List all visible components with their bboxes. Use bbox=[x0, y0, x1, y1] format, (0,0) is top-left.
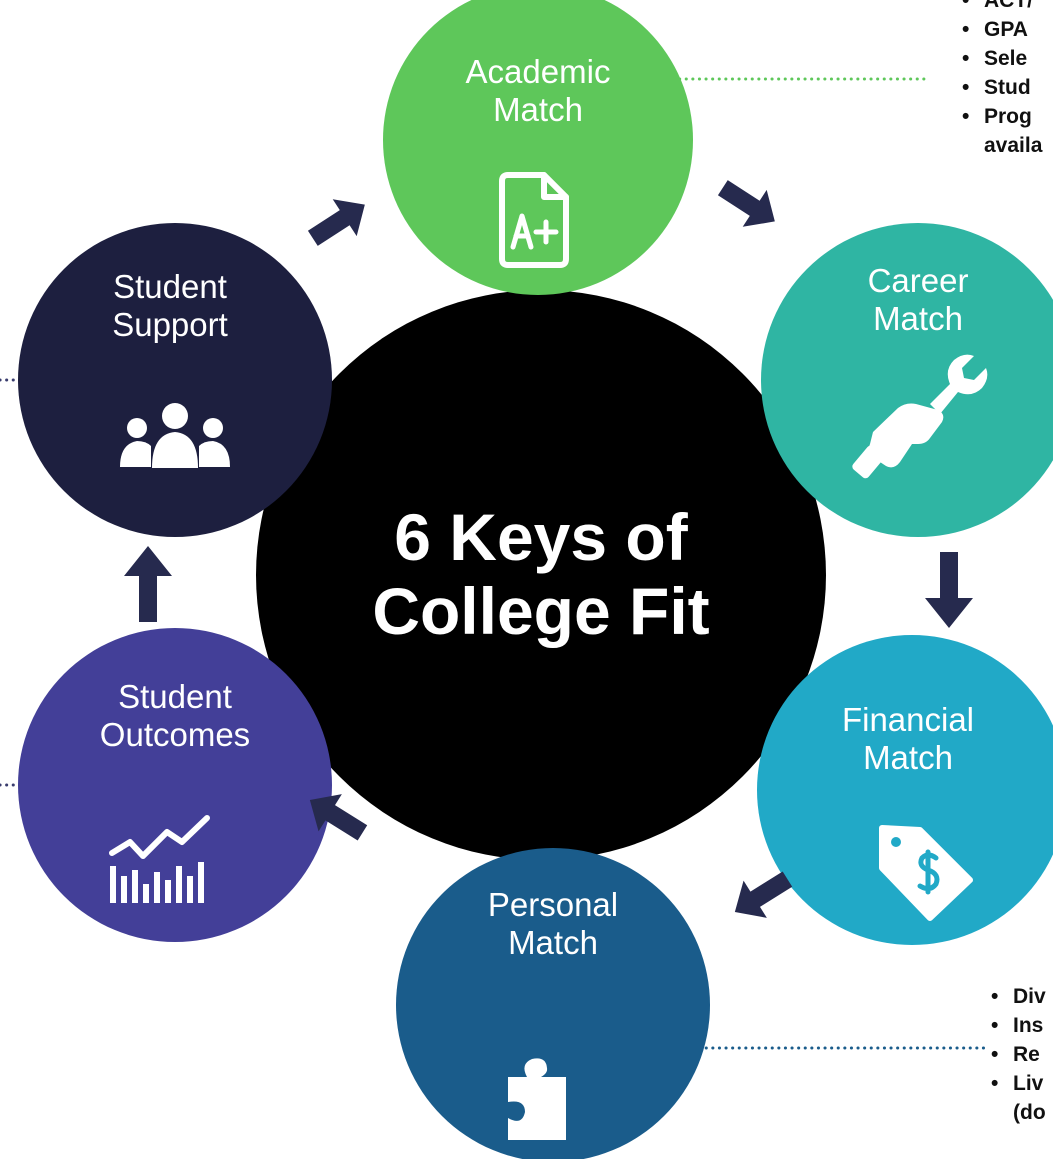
list-item: •Prog bbox=[962, 105, 1032, 128]
arrow-support-to-academic bbox=[307, 199, 365, 246]
list-item: •Div bbox=[991, 985, 1046, 1008]
label-student-outcomes: Student Outcomes bbox=[75, 678, 275, 754]
arrow-financial-to-personal bbox=[734, 871, 793, 918]
arrow-academic-to-career bbox=[717, 180, 775, 227]
label-outcomes-line1: Student bbox=[118, 678, 232, 715]
circle-personal-match bbox=[396, 848, 710, 1159]
circle-academic-match bbox=[383, 0, 693, 295]
label-career-line1: Career bbox=[867, 262, 969, 299]
label-personal-match: Personal Match bbox=[453, 886, 653, 962]
label-personal-line2: Match bbox=[508, 924, 598, 961]
grade-document-icon bbox=[499, 172, 569, 268]
growth-chart-icon bbox=[109, 815, 210, 903]
label-outcomes-line2: Outcomes bbox=[99, 716, 251, 753]
label-academic-line2: Match bbox=[493, 91, 583, 128]
label-financial-line2: Match bbox=[863, 739, 953, 776]
label-career-line2: Match bbox=[873, 300, 963, 337]
price-tag-dollar-icon bbox=[879, 825, 973, 921]
list-item: •Ins bbox=[991, 1014, 1044, 1037]
circle-financial-match bbox=[757, 635, 1053, 945]
center-circle bbox=[256, 290, 826, 860]
label-personal-line1: Personal bbox=[487, 886, 619, 923]
arrow-outcomes-to-support bbox=[124, 546, 172, 622]
label-academic-line1: Academic bbox=[465, 53, 611, 90]
label-academic-match: Academic Match bbox=[438, 53, 638, 129]
label-financial-line1: Financial bbox=[841, 701, 975, 738]
list-item: availa bbox=[984, 134, 1043, 157]
list-item: •Re bbox=[991, 1043, 1040, 1066]
list-item: •GPA bbox=[962, 18, 1028, 41]
label-financial-match: Financial Match bbox=[808, 701, 1008, 777]
center-title-line1: 6 Keys of bbox=[394, 500, 688, 574]
arrow-personal-to-outcomes bbox=[309, 794, 368, 841]
circle-career-match bbox=[761, 223, 1053, 537]
list-item: •Liv bbox=[991, 1072, 1044, 1095]
circle-student-outcomes bbox=[18, 628, 332, 942]
academic-details-list: •ACT/ •GPA •Sele •Stud •Prog availa bbox=[962, 0, 1053, 200]
puzzle-piece-icon bbox=[508, 1058, 566, 1140]
personal-details-list: •Div •Ins •Re •Liv (do bbox=[991, 982, 1053, 1159]
arrow-career-to-financial bbox=[925, 552, 973, 628]
center-title: 6 Keys of College Fit bbox=[291, 500, 791, 648]
label-support-line1: Student bbox=[113, 268, 227, 305]
list-item: (do bbox=[1013, 1101, 1046, 1124]
circle-student-support bbox=[18, 223, 332, 537]
center-title-line2: College Fit bbox=[372, 574, 710, 648]
label-career-match: Career Match bbox=[818, 262, 1018, 338]
list-item: •Sele bbox=[962, 47, 1028, 70]
label-support-line2: Support bbox=[112, 306, 228, 343]
label-student-support: Student Support bbox=[70, 268, 270, 344]
list-item: •Stud bbox=[962, 76, 1031, 99]
handshake-wrench-icon bbox=[852, 354, 988, 479]
people-group-icon bbox=[120, 403, 230, 468]
list-item: •ACT/ bbox=[962, 0, 1033, 12]
